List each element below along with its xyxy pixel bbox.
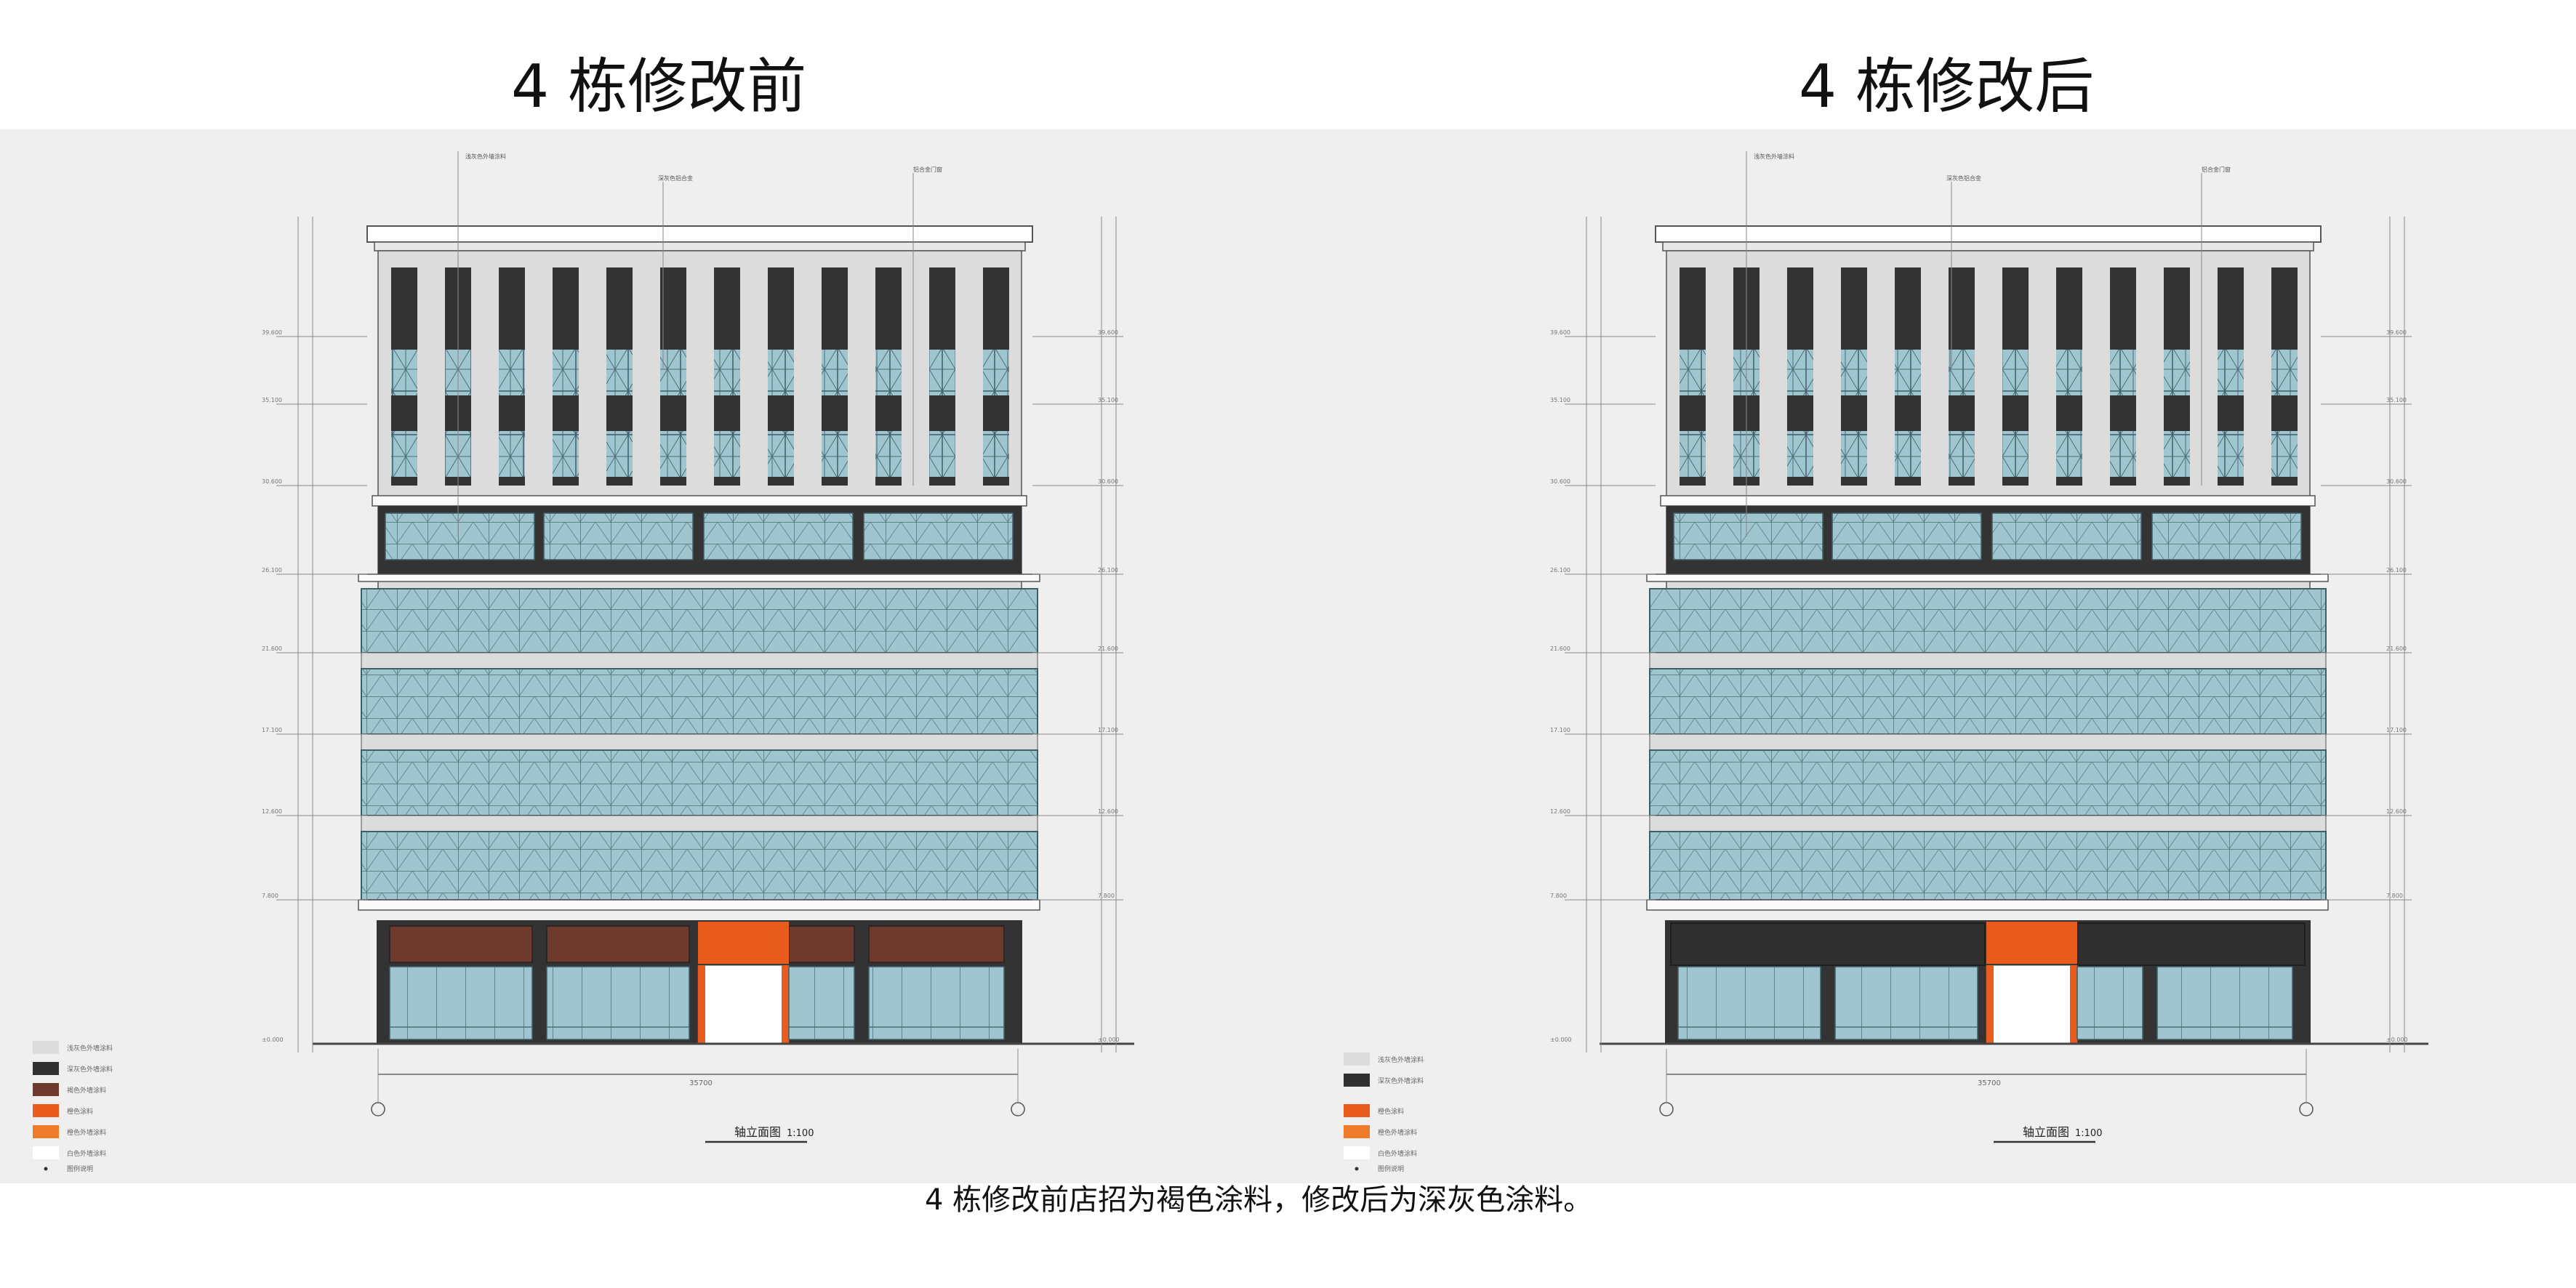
svg-text:21.600: 21.600: [262, 645, 282, 652]
svg-text:橙色外墙涂料: 橙色外墙涂料: [1378, 1128, 1417, 1137]
title-after: 4 栋修改后: [1799, 52, 2095, 121]
svg-text:35.100: 35.100: [2386, 397, 2407, 403]
svg-text:26.100: 26.100: [262, 567, 282, 573]
svg-text:35700: 35700: [1978, 1079, 2001, 1087]
svg-text:铝合金门窗: 铝合金门窗: [2202, 166, 2231, 173]
svg-text:1:100: 1:100: [787, 1128, 814, 1139]
drawing-labels: 轴立面图 1:100 轴立面图 1:100 35700 35700 浅灰色外墙涂…: [465, 153, 2231, 1143]
svg-text:图例说明: 图例说明: [67, 1164, 93, 1173]
svg-text:39.600: 39.600: [1098, 329, 1118, 336]
svg-text:7.800: 7.800: [2386, 893, 2403, 899]
svg-text:26.100: 26.100: [1098, 567, 1118, 573]
svg-text:白色外墙涂料: 白色外墙涂料: [67, 1149, 106, 1158]
svg-text:7.800: 7.800: [1098, 893, 1115, 899]
svg-text:17.100: 17.100: [2386, 727, 2407, 733]
elevation-before: [276, 151, 1134, 1116]
svg-text:12.600: 12.600: [1550, 808, 1570, 815]
svg-text:橙色外墙涂料: 橙色外墙涂料: [67, 1128, 106, 1137]
svg-text:白色外墙涂料: 白色外墙涂料: [1378, 1149, 1417, 1158]
title-before: 4 栋修改前: [511, 52, 807, 121]
svg-text:39.600: 39.600: [262, 329, 282, 336]
svg-text:轴立面图: 轴立面图: [734, 1125, 781, 1139]
svg-text:30.600: 30.600: [1098, 478, 1118, 485]
svg-text:褐色外墙涂料: 褐色外墙涂料: [67, 1086, 106, 1095]
svg-text:17.100: 17.100: [1550, 727, 1570, 733]
svg-text:21.600: 21.600: [1550, 645, 1570, 652]
svg-text:7.800: 7.800: [262, 893, 278, 899]
sign-brown-3: [788, 925, 855, 963]
svg-text:35.100: 35.100: [1550, 397, 1570, 403]
svg-text:图例说明: 图例说明: [1378, 1164, 1404, 1173]
storefront-before: [377, 920, 1022, 1045]
svg-text:21.600: 21.600: [1098, 645, 1118, 652]
svg-text:浅灰色外墙涂料: 浅灰色外墙涂料: [465, 153, 506, 160]
elevation-drawings: 浅灰色外墙涂料 深灰色外墙涂料 褐色外墙涂料 橙色涂料 橙色外墙涂料 白色外墙涂…: [33, 151, 2428, 1173]
svg-text:橙色涂料: 橙色涂料: [67, 1107, 93, 1116]
sign-brown-1: [389, 925, 533, 963]
svg-text:橙色涂料: 橙色涂料: [1378, 1107, 1404, 1116]
svg-text:35.100: 35.100: [262, 397, 282, 403]
svg-text:1:100: 1:100: [2075, 1128, 2102, 1139]
svg-text:浅灰色外墙涂料: 浅灰色外墙涂料: [67, 1044, 113, 1052]
svg-text:±0.000: ±0.000: [1550, 1037, 1572, 1043]
legend-after: 浅灰色外墙涂料 深灰色外墙涂料 橙色涂料 橙色外墙涂料 白色外墙涂料 图例说明: [1344, 1052, 1424, 1173]
svg-text:深灰色外墙涂料: 深灰色外墙涂料: [67, 1065, 113, 1074]
sign-dark-2: [2077, 922, 2306, 966]
legend-before: 浅灰色外墙涂料 深灰色外墙涂料 褐色外墙涂料 橙色涂料 橙色外墙涂料 白色外墙涂…: [33, 1041, 113, 1173]
svg-text:17.100: 17.100: [262, 727, 282, 733]
svg-text:35.100: 35.100: [1098, 397, 1118, 403]
svg-text:铝合金门窗: 铝合金门窗: [913, 166, 942, 173]
svg-text:12.600: 12.600: [262, 808, 282, 815]
svg-text:17.100: 17.100: [1098, 727, 1118, 733]
svg-text:轴立面图: 轴立面图: [2023, 1125, 2069, 1139]
svg-text:30.600: 30.600: [2386, 478, 2407, 485]
svg-text:7.800: 7.800: [1550, 893, 1567, 899]
elevation-after: [1565, 151, 2428, 1116]
svg-text:深灰色铝合金: 深灰色铝合金: [658, 174, 693, 182]
svg-text:26.100: 26.100: [2386, 567, 2407, 573]
svg-text:浅灰色外墙涂料: 浅灰色外墙涂料: [1754, 153, 1794, 160]
svg-text:30.600: 30.600: [1550, 478, 1570, 485]
svg-text:26.100: 26.100: [1550, 567, 1570, 573]
svg-text:12.600: 12.600: [2386, 808, 2407, 815]
svg-text:±0.000: ±0.000: [1098, 1037, 1120, 1043]
svg-text:深灰色外墙涂料: 深灰色外墙涂料: [1378, 1076, 1424, 1085]
svg-text:±0.000: ±0.000: [262, 1037, 284, 1043]
svg-text:12.600: 12.600: [1098, 808, 1118, 815]
svg-text:±0.000: ±0.000: [2386, 1037, 2408, 1043]
storefront-after: [1665, 920, 2311, 1045]
svg-text:浅灰色外墙涂料: 浅灰色外墙涂料: [1378, 1055, 1424, 1064]
svg-text:39.600: 39.600: [1550, 329, 1570, 336]
svg-text:21.600: 21.600: [2386, 645, 2407, 652]
sign-dark-1: [1670, 922, 1986, 966]
svg-text:35700: 35700: [689, 1079, 713, 1087]
caption: 4 栋修改前店招为褐色涂料，修改后为深灰色涂料。: [925, 1183, 1593, 1217]
level-marks: 39.600 35.100 30.600 26.100 21.600 17.10…: [262, 329, 2408, 1043]
svg-text:深灰色铝合金: 深灰色铝合金: [1946, 174, 1981, 182]
svg-text:39.600: 39.600: [2386, 329, 2407, 336]
sign-brown-2: [546, 925, 690, 963]
sign-brown-4: [868, 925, 1005, 963]
svg-text:30.600: 30.600: [262, 478, 282, 485]
